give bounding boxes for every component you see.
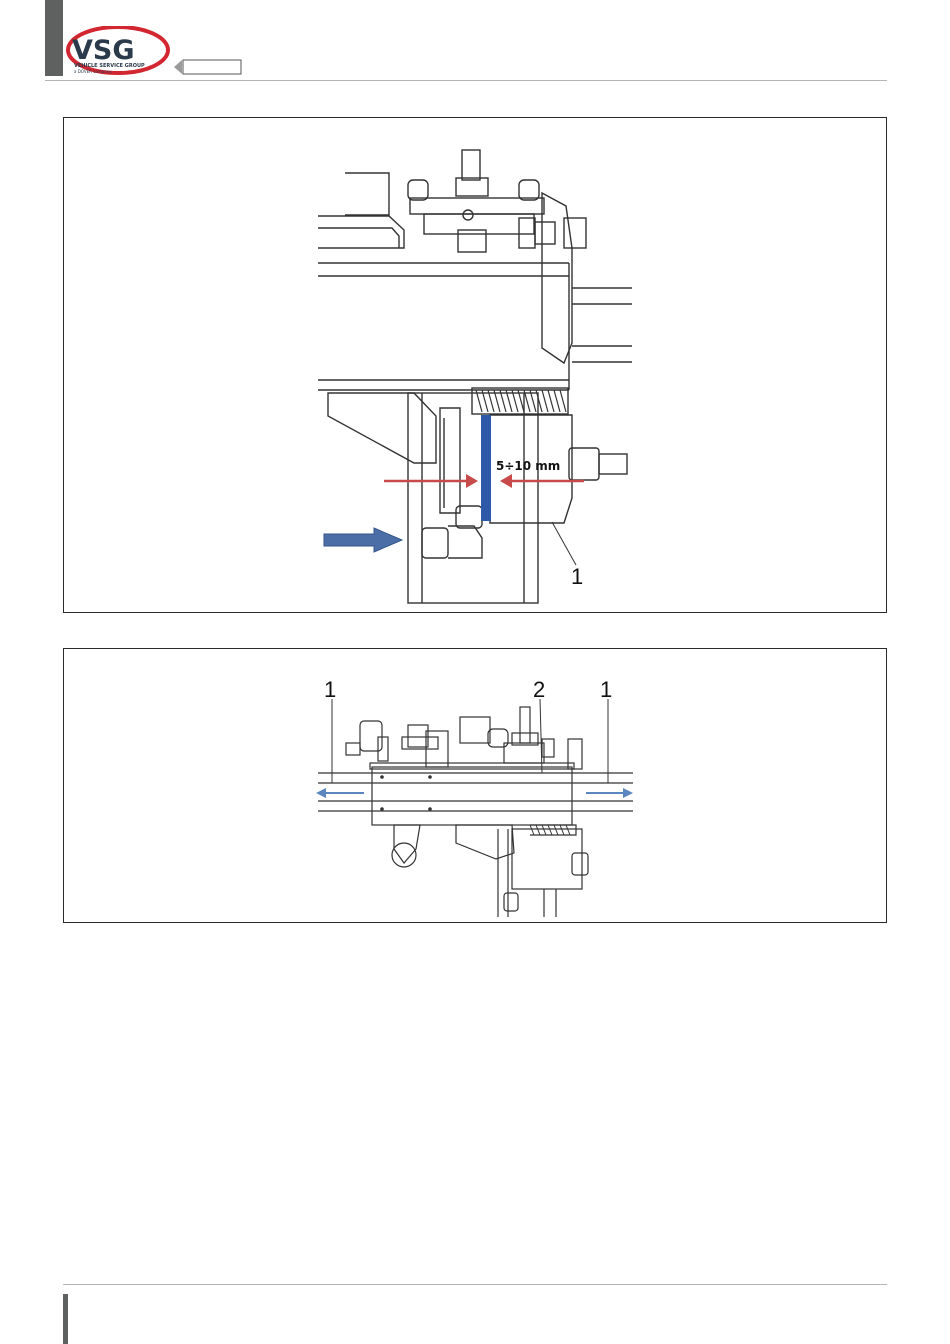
callout-center: 2 bbox=[533, 677, 545, 702]
logo-company: a DOVER company bbox=[74, 69, 112, 74]
figure-1-panel: 5÷10 mm 1 bbox=[63, 117, 887, 613]
callout-right: 1 bbox=[600, 677, 612, 702]
figure-2-panel: 1 2 1 bbox=[63, 648, 887, 923]
gap-highlight bbox=[481, 415, 491, 521]
measurement-label: 5÷10 mm bbox=[496, 459, 560, 473]
footer-side-bar bbox=[63, 1294, 68, 1344]
footer-divider bbox=[63, 1284, 887, 1285]
callout-left: 1 bbox=[324, 677, 336, 702]
release-arrows bbox=[316, 788, 633, 798]
air-inlet-arrow bbox=[324, 528, 402, 552]
header-side-bar bbox=[45, 0, 63, 76]
section-tab bbox=[174, 59, 242, 75]
logo-text: VSG bbox=[72, 35, 135, 66]
tab-arrow-icon bbox=[174, 60, 182, 74]
header-divider bbox=[45, 80, 887, 81]
figure-2-drawing: 1 2 1 bbox=[64, 649, 886, 922]
callout-1: 1 bbox=[571, 564, 583, 589]
vsg-logo: VSG VEHICLE SERVICE GROUP a DOVER compan… bbox=[66, 26, 172, 78]
figure-1-drawing: 5÷10 mm 1 bbox=[64, 118, 886, 612]
